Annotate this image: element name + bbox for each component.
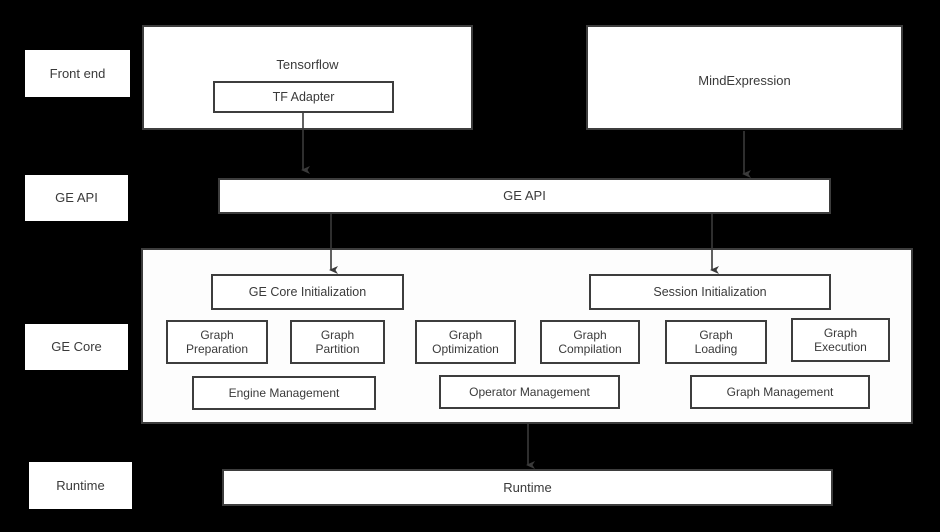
manager-label-engine-management: Engine Management: [228, 385, 340, 400]
tf-adapter-box: TF Adapter: [213, 81, 394, 113]
session-initialization-label: Session Initialization: [653, 284, 767, 299]
stage-label-graph-partition: Graph Partition: [315, 327, 360, 356]
layer-label-ge-api: GE API: [25, 175, 128, 221]
manager-label-operator-management: Operator Management: [469, 384, 590, 399]
ge-core-initialization-label: GE Core Initialization: [248, 284, 367, 299]
stage-box-graph-execution: Graph Execution: [791, 318, 890, 362]
stage-box-graph-loading: Graph Loading: [665, 320, 767, 364]
stage-label-graph-loading: Graph Loading: [694, 327, 738, 356]
manager-box-operator-management: Operator Management: [439, 375, 620, 409]
runtime-bar: Runtime: [222, 469, 833, 506]
manager-box-graph-management: Graph Management: [690, 375, 870, 409]
stage-box-graph-compilation: Graph Compilation: [540, 320, 640, 364]
ge-api-bar: GE API: [218, 178, 831, 214]
layer-label-ge-core-text: GE Core: [51, 339, 102, 355]
mindexpression-title: MindExpression: [698, 73, 791, 88]
manager-label-graph-management: Graph Management: [726, 384, 834, 399]
stage-box-graph-preparation: Graph Preparation: [166, 320, 268, 364]
mindexpression-container: MindExpression: [586, 25, 903, 130]
tensorflow-title: Tensorflow: [276, 57, 339, 72]
stage-label-graph-compilation: Graph Compilation: [558, 327, 622, 356]
session-initialization-box: Session Initialization: [589, 274, 831, 310]
layer-label-ge-core: GE Core: [25, 324, 128, 370]
manager-box-engine-management: Engine Management: [192, 376, 376, 410]
stage-label-graph-optimization: Graph Optimization: [432, 327, 499, 356]
stage-box-graph-optimization: Graph Optimization: [415, 320, 516, 364]
ge-api-bar-label: GE API: [503, 188, 546, 204]
stage-label-graph-preparation: Graph Preparation: [185, 327, 249, 356]
stage-label-graph-execution: Graph Execution: [814, 325, 867, 354]
ge-core-initialization-box: GE Core Initialization: [211, 274, 404, 310]
layer-label-runtime: Runtime: [29, 462, 132, 509]
layer-label-front-end-text: Front end: [49, 65, 106, 81]
layer-label-front-end: Front end: [25, 50, 130, 97]
layer-label-ge-api-text: GE API: [55, 190, 98, 206]
runtime-bar-label: Runtime: [503, 479, 552, 495]
layer-label-runtime-text: Runtime: [56, 477, 105, 493]
tf-adapter-label: TF Adapter: [272, 89, 335, 104]
tensorflow-container: Tensorflow: [142, 25, 473, 130]
stage-box-graph-partition: Graph Partition: [290, 320, 385, 364]
